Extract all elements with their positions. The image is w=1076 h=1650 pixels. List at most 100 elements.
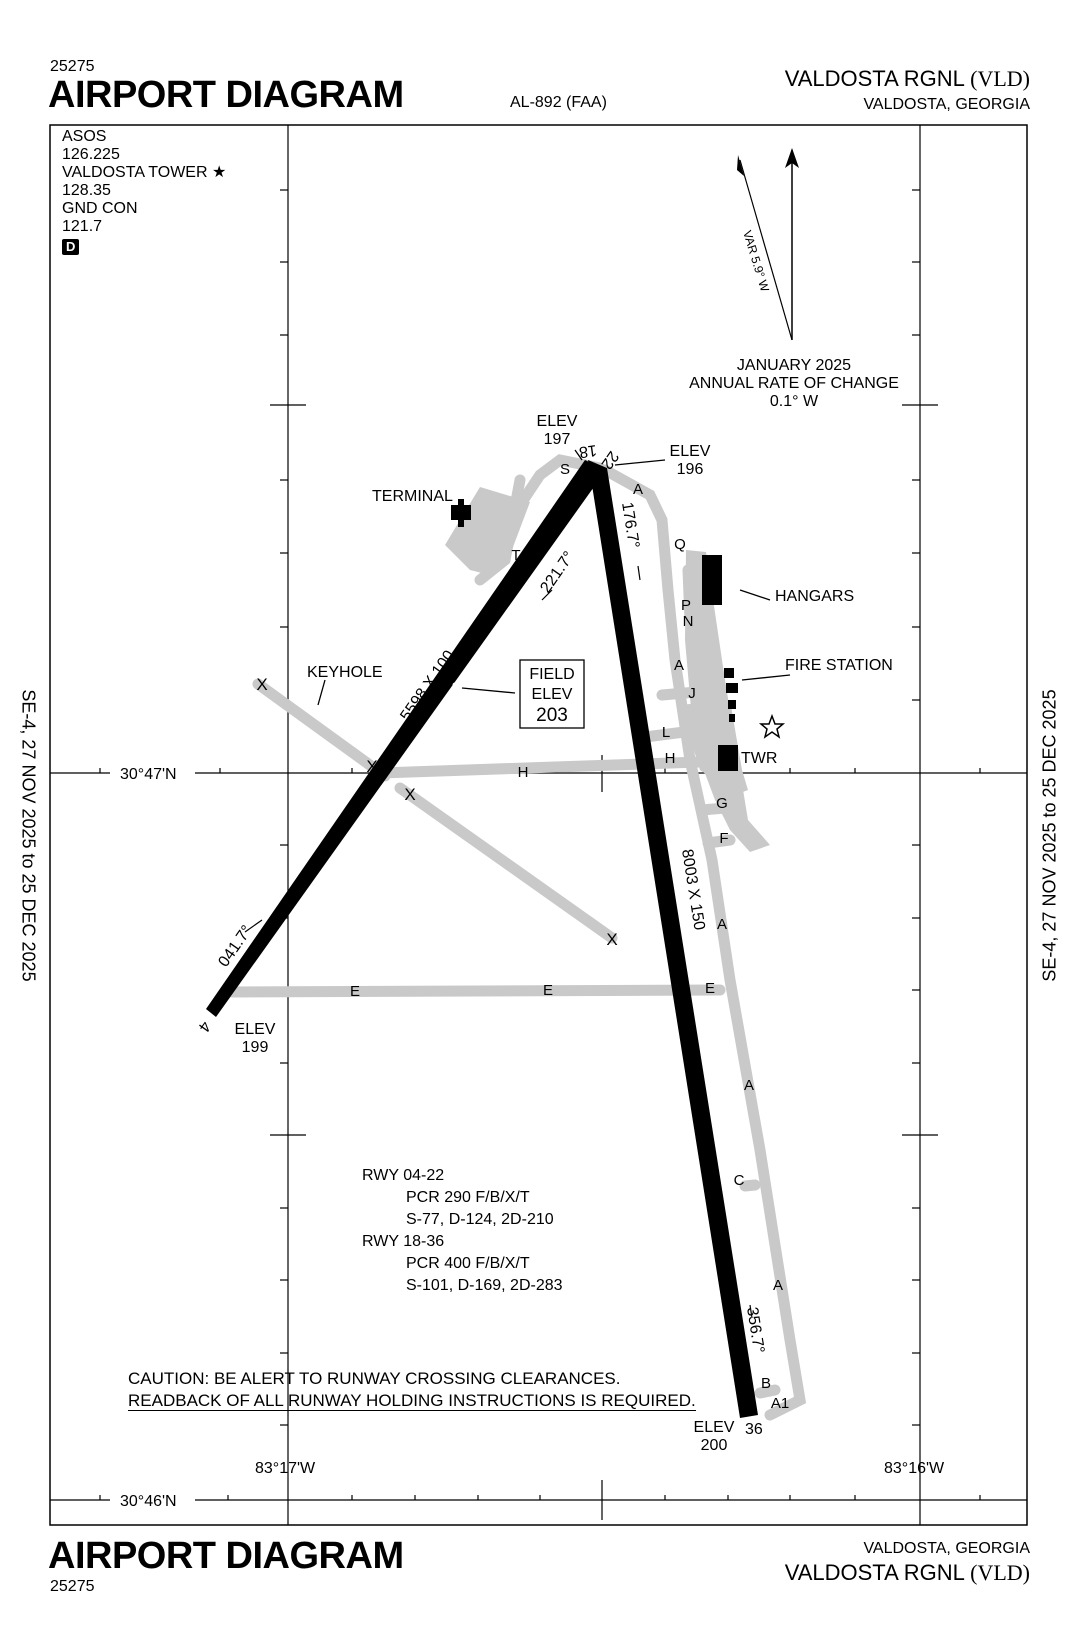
mag-var-label: VAR 5.9° W bbox=[740, 229, 772, 294]
elev36-value: 200 bbox=[701, 1437, 728, 1454]
mag-rate-label: ANNUAL RATE OF CHANGE bbox=[689, 375, 899, 392]
gnd-label: GND CON bbox=[62, 200, 138, 217]
chart-number: 25275 bbox=[50, 58, 95, 75]
elev18-label: ELEV bbox=[537, 413, 578, 430]
twy-a-label-5: A bbox=[773, 1277, 783, 1294]
leader-lines bbox=[317, 449, 791, 706]
pcr-rwy2: RWY 18-36 bbox=[362, 1233, 445, 1250]
field-elev-value: 203 bbox=[536, 705, 568, 726]
terminal-apron bbox=[445, 487, 530, 575]
keyhole-label: KEYHOLE bbox=[307, 664, 383, 681]
twy-e-label-2: E bbox=[543, 982, 553, 999]
twy-j-label: J bbox=[688, 685, 696, 702]
footer-title: AIRPORT DIAGRAM bbox=[48, 1535, 404, 1577]
true-north-icon bbox=[785, 148, 799, 168]
diagram-frame bbox=[49, 124, 1028, 1526]
twy-a-label-2: A bbox=[674, 657, 684, 674]
lon-left-label: 83°17'W bbox=[255, 1460, 316, 1477]
lon-right-label: 83°16'W bbox=[884, 1460, 945, 1477]
twy-h-label-2: H bbox=[518, 764, 529, 781]
rwy04-end: 4 bbox=[195, 1018, 214, 1035]
mag-date: JANUARY 2025 bbox=[737, 357, 851, 374]
tower-star-icon: ★ bbox=[211, 164, 227, 181]
closed-x-2: X bbox=[366, 757, 377, 776]
hangar-4 bbox=[729, 714, 735, 722]
caution-line-1: CAUTION: BE ALERT TO RUNWAY CROSSING CLE… bbox=[128, 1369, 621, 1388]
hangar-3 bbox=[728, 700, 736, 709]
taxiway-labels: S T A Q P N A J L H H G F A E E E A C A … bbox=[350, 461, 789, 1412]
tower-building bbox=[718, 745, 738, 771]
tower-freq: 128.35 bbox=[62, 182, 111, 199]
hangar-2 bbox=[724, 668, 734, 678]
twy-e-label-1: E bbox=[350, 983, 360, 1000]
chart-title: AIRPORT DIAGRAM bbox=[48, 74, 404, 116]
twy-g-label: G bbox=[716, 795, 728, 812]
twy-n-label: N bbox=[683, 613, 694, 630]
rwy36-end: 36 bbox=[745, 1421, 763, 1438]
graticule bbox=[50, 125, 1027, 1525]
taxiway-b bbox=[754, 1384, 781, 1399]
twy-h-label-1: H bbox=[665, 750, 676, 767]
pcr-rwy1: RWY 04-22 bbox=[362, 1167, 445, 1184]
elev22-label: ELEV bbox=[670, 443, 711, 460]
field-elevation-box: FIELD ELEV 203 bbox=[519, 659, 585, 729]
airport-name: VALDOSTA RGNL bbox=[784, 66, 964, 91]
twy-t-label: T bbox=[511, 547, 520, 564]
elevation-labels: ELEV 197 ELEV 196 ELEV 199 ELEV 200 bbox=[235, 413, 735, 1454]
pcr-rwy1-loads: S-77, D-124, 2D-210 bbox=[406, 1211, 554, 1228]
terminal-label: TERMINAL bbox=[372, 488, 453, 505]
hangars-leader bbox=[739, 589, 771, 601]
closed-x-4: X bbox=[606, 930, 617, 949]
footer-location: VALDOSTA, GEORGIA bbox=[863, 1540, 1030, 1557]
runway-04-22 bbox=[206, 460, 606, 1017]
tower-label: VALDOSTA TOWER bbox=[62, 164, 208, 181]
twr-label: TWR bbox=[741, 750, 777, 767]
asos-label: ASOS bbox=[62, 128, 107, 145]
field-elev-line1: FIELD bbox=[529, 666, 574, 683]
taxiway-f bbox=[702, 834, 736, 849]
twy-a-label-3: A bbox=[717, 916, 727, 933]
fire-station bbox=[726, 683, 738, 693]
gnd-freq: 121.7 bbox=[62, 218, 103, 235]
procedure-id: AL-892 (FAA) bbox=[510, 94, 607, 111]
pcr-rwy2-value: PCR 400 F/B/X/T bbox=[406, 1255, 530, 1272]
airport-reference-point bbox=[452, 682, 458, 688]
twy-p-label: P bbox=[681, 597, 691, 614]
field-elev-line2: ELEV bbox=[532, 686, 573, 703]
twy-b-label: B bbox=[761, 1375, 771, 1392]
aprons bbox=[445, 487, 770, 852]
airport-name-header: VALDOSTA RGNL (VLD) bbox=[785, 66, 1030, 92]
location: VALDOSTA, GEORGIA bbox=[863, 96, 1030, 113]
taxiway-e bbox=[226, 984, 726, 998]
lat-main-label: 30°47'N bbox=[120, 766, 177, 783]
terminal-icon bbox=[451, 499, 471, 527]
mag-rate-value: 0.1° W bbox=[770, 393, 819, 410]
twy-a1-label: A1 bbox=[771, 1395, 789, 1412]
rwy18-heading: 176.7° bbox=[618, 501, 642, 550]
closed-x-1: X bbox=[256, 675, 267, 694]
caution-note: CAUTION: BE ALERT TO RUNWAY CROSSING CLE… bbox=[128, 1368, 696, 1412]
rwy1836-dims: 8003 X 150 bbox=[678, 848, 708, 932]
closed-taxiway-diag bbox=[394, 782, 618, 944]
elev18-leader bbox=[574, 449, 583, 461]
keyhole-closed-taxiway bbox=[252, 678, 391, 782]
magnetic-north-icon bbox=[737, 155, 744, 176]
d-atis-badge: D bbox=[62, 239, 80, 255]
elev04-value: 199 bbox=[242, 1039, 269, 1056]
buildings bbox=[451, 499, 738, 771]
airport-id: (VLD) bbox=[970, 66, 1030, 91]
north-arrow: VAR 5.9° W bbox=[737, 148, 799, 341]
field-elev-leader bbox=[461, 687, 516, 694]
pcr-rwy1-value: PCR 290 F/B/X/T bbox=[406, 1189, 530, 1206]
coordinate-labels: 30°47'N 30°46'N 83°17'W 83°16'W bbox=[110, 763, 945, 1510]
taxiway-c bbox=[739, 1179, 761, 1192]
footer-airport-name: VALDOSTA RGNL bbox=[784, 1560, 964, 1585]
heading-arrows bbox=[244, 565, 753, 1319]
hangar-1 bbox=[702, 555, 722, 605]
twy-l-label: L bbox=[662, 724, 670, 741]
frequency-block: ASOS 126.225 VALDOSTA TOWER ★ 128.35 GND… bbox=[62, 128, 226, 256]
closed-x-3: X bbox=[404, 785, 415, 804]
footer-chart-number: 25275 bbox=[50, 1578, 95, 1595]
asos-freq: 126.225 bbox=[62, 146, 120, 163]
